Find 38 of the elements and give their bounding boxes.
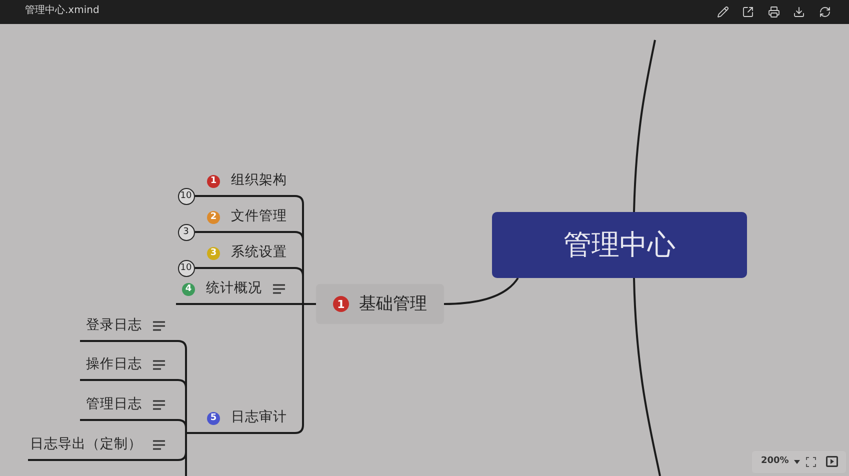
collapsed-count: 3: [178, 224, 194, 240]
connector-line: [178, 419, 187, 434]
subtopic: [80, 394, 178, 421]
subtopic: [176, 278, 303, 305]
subtopic: [28, 434, 178, 461]
collapsed-count: 10: [178, 188, 194, 204]
topic-label: 系统设置: [231, 246, 287, 260]
subtopic: [80, 315, 178, 342]
topic-label: 日志审计: [231, 411, 287, 425]
priority-marker: 3: [207, 246, 220, 260]
topic-label: 文件管理: [231, 210, 287, 224]
topic-label: 操作日志: [86, 358, 142, 372]
priority-marker: 2: [207, 210, 220, 224]
topic-label: 统计概况: [206, 282, 262, 296]
subtopic: [80, 354, 178, 381]
connector-line: [444, 277, 519, 305]
topic-label: 日志导出（定制）: [30, 438, 142, 452]
topic-label: 登录日志: [86, 319, 142, 333]
subtopic: [195, 206, 295, 233]
priority-marker: 4: [182, 282, 195, 296]
topic-label: 基础管理: [359, 296, 427, 312]
connector-line: [633, 278, 661, 476]
zoom-level-dropdown: 200%: [761, 457, 800, 466]
topic-label: 管理日志: [86, 398, 142, 412]
connector-line: [185, 433, 187, 476]
subtopic: [195, 170, 295, 197]
subtopic: [195, 242, 295, 269]
topic-label: 组织架构: [231, 174, 287, 188]
collapsed-count: 10: [178, 260, 194, 276]
main-topic: [316, 284, 444, 324]
central-topic: [492, 212, 747, 278]
priority-marker: 1: [207, 174, 220, 188]
connector-line: [633, 40, 656, 212]
priority-marker: 1: [333, 296, 349, 312]
file-name: 管理中心.xmind: [25, 6, 100, 16]
topic-label: 管理中心: [564, 231, 676, 259]
subtopic: [186, 407, 295, 434]
priority-marker: 5: [207, 412, 220, 424]
